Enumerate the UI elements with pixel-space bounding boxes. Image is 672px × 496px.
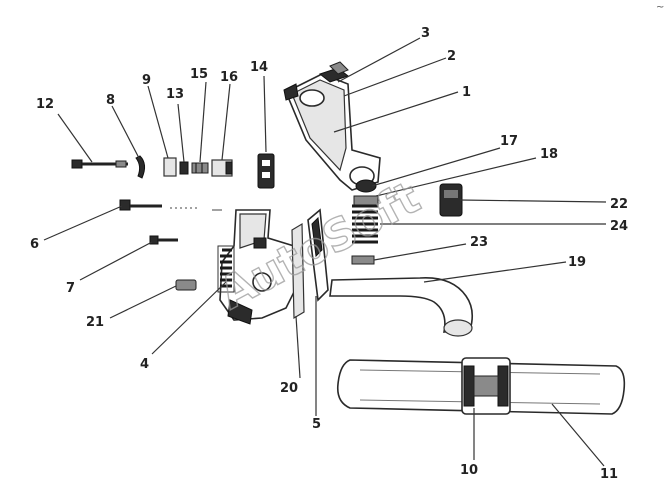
part-16-ring xyxy=(211,159,233,177)
part-12-bolt xyxy=(71,159,128,169)
callout-18: 18 xyxy=(540,147,558,162)
part-22-cap xyxy=(439,183,463,217)
part-17-seal xyxy=(355,179,377,193)
callout-7: 7 xyxy=(66,281,75,296)
corner-mark: ~ xyxy=(656,2,664,13)
callout-9: 9 xyxy=(142,73,151,88)
part-8-clip xyxy=(135,155,146,179)
callout-8: 8 xyxy=(106,93,115,108)
callout-19: 19 xyxy=(568,255,586,270)
part-7-screw xyxy=(149,235,178,245)
part-4-spring xyxy=(217,245,235,293)
part-20-plate xyxy=(291,222,305,320)
part-13-washer xyxy=(179,161,189,175)
callout-5: 5 xyxy=(312,417,321,432)
part-1-reservoir xyxy=(283,73,381,191)
part-10-clamp xyxy=(461,357,511,415)
callout-15: 15 xyxy=(190,67,208,82)
part-3-gasket xyxy=(329,61,349,75)
callout-2: 2 xyxy=(447,49,456,64)
part-15-spacer xyxy=(191,162,209,174)
callout-23: 23 xyxy=(470,235,488,250)
part-9-bushing xyxy=(163,157,177,177)
callout-24: 24 xyxy=(610,219,628,234)
callout-22: 22 xyxy=(610,197,628,212)
callout-4: 4 xyxy=(140,357,149,372)
part-5-gasket-plate xyxy=(307,208,329,302)
part-24-spring-fitting xyxy=(352,204,378,244)
callout-16: 16 xyxy=(220,70,238,85)
part-21-bushing xyxy=(175,279,197,291)
callout-20: 20 xyxy=(280,381,298,396)
callout-3: 3 xyxy=(421,26,430,41)
callout-17: 17 xyxy=(500,134,518,149)
part-master-cylinder-body xyxy=(219,209,301,325)
callout-labels: 1 2 3 4 5 6 7 8 9 10 11 12 13 14 15 16 1… xyxy=(30,26,628,482)
callout-1: 1 xyxy=(462,85,471,100)
callout-6: 6 xyxy=(30,237,39,252)
part-14-switch xyxy=(257,153,275,189)
leader-lines xyxy=(43,37,607,467)
callout-12: 12 xyxy=(36,97,54,112)
part-19-hose xyxy=(329,277,474,337)
callout-13: 13 xyxy=(166,87,184,102)
part-6-pin xyxy=(119,199,222,211)
callout-11: 11 xyxy=(600,467,618,482)
callout-21: 21 xyxy=(86,315,104,330)
part-23-washer xyxy=(351,255,375,265)
callout-14: 14 xyxy=(250,60,268,75)
callout-10: 10 xyxy=(460,463,478,478)
